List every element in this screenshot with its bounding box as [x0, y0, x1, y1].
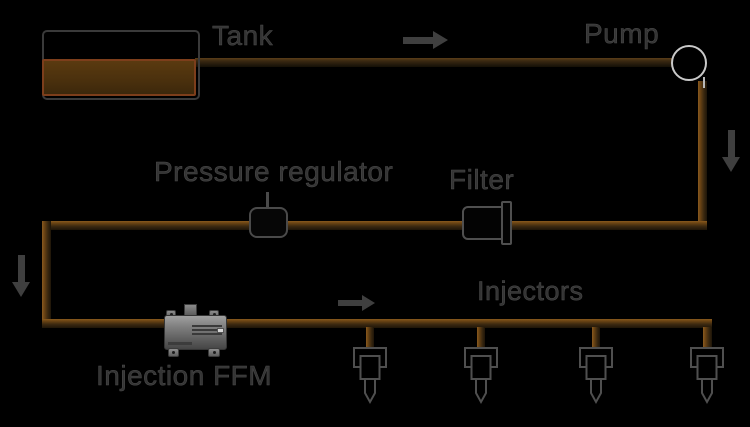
injector-icon: [353, 347, 387, 405]
arrow-head: [12, 282, 30, 297]
pipe-injector-rail: [42, 319, 712, 328]
injection-ffm-device: [164, 304, 228, 358]
pressure-regulator: [249, 207, 288, 238]
injection-ffm-label: Injection FFM: [96, 360, 273, 391]
injector-1: [353, 347, 387, 405]
flow-arrow-down-left: [12, 255, 30, 297]
injector-4: [690, 347, 724, 405]
pipe-tank-to-pump: [195, 58, 677, 67]
pipe-pump-down: [698, 81, 707, 222]
pump-icon: [671, 45, 707, 81]
injector-icon: [579, 347, 613, 405]
injector-2: [464, 347, 498, 405]
filter: [462, 206, 504, 240]
injector-icon: [464, 347, 498, 405]
arrow-shaft: [403, 36, 433, 44]
filter-label: Filter: [449, 164, 515, 195]
ffm-stripe: [192, 325, 222, 327]
pipe-regulator-run: [42, 221, 707, 230]
ffm-mount-tab: [168, 348, 179, 357]
ffm-stripe: [192, 329, 222, 331]
arrow-shaft: [727, 130, 735, 157]
filter-flange: [501, 201, 512, 245]
pipe-left-down: [42, 221, 51, 328]
injector-3: [579, 347, 613, 405]
arrow-head: [722, 157, 740, 172]
pump-outlet-line: [703, 77, 705, 88]
arrow-shaft: [338, 300, 362, 306]
ffm-text-mark: [168, 342, 192, 345]
pressure-regulator-stem: [266, 192, 269, 209]
pump-label: Pump: [584, 18, 660, 49]
injectors-label: Injectors: [477, 276, 584, 306]
ffm-label-chip: [217, 328, 224, 333]
arrow-head: [362, 295, 375, 311]
arrow-head: [433, 31, 448, 49]
injector-stub-3: [592, 327, 600, 349]
tank-fuel-level: [42, 59, 196, 96]
arrow-shaft: [17, 255, 25, 282]
flow-arrow-down-right: [722, 130, 740, 172]
injector-stub-4: [703, 327, 712, 349]
injector-stub-1: [366, 327, 374, 349]
tank-label: Tank: [212, 20, 274, 51]
injector-stub-2: [477, 327, 485, 349]
ffm-mount-tab: [208, 348, 220, 357]
flow-arrow-right-rail: [338, 295, 375, 311]
ffm-stripe: [192, 333, 222, 335]
flow-arrow-right-top: [403, 31, 448, 49]
pressure-regulator-label: Pressure regulator: [154, 156, 394, 187]
injector-icon: [690, 347, 724, 405]
